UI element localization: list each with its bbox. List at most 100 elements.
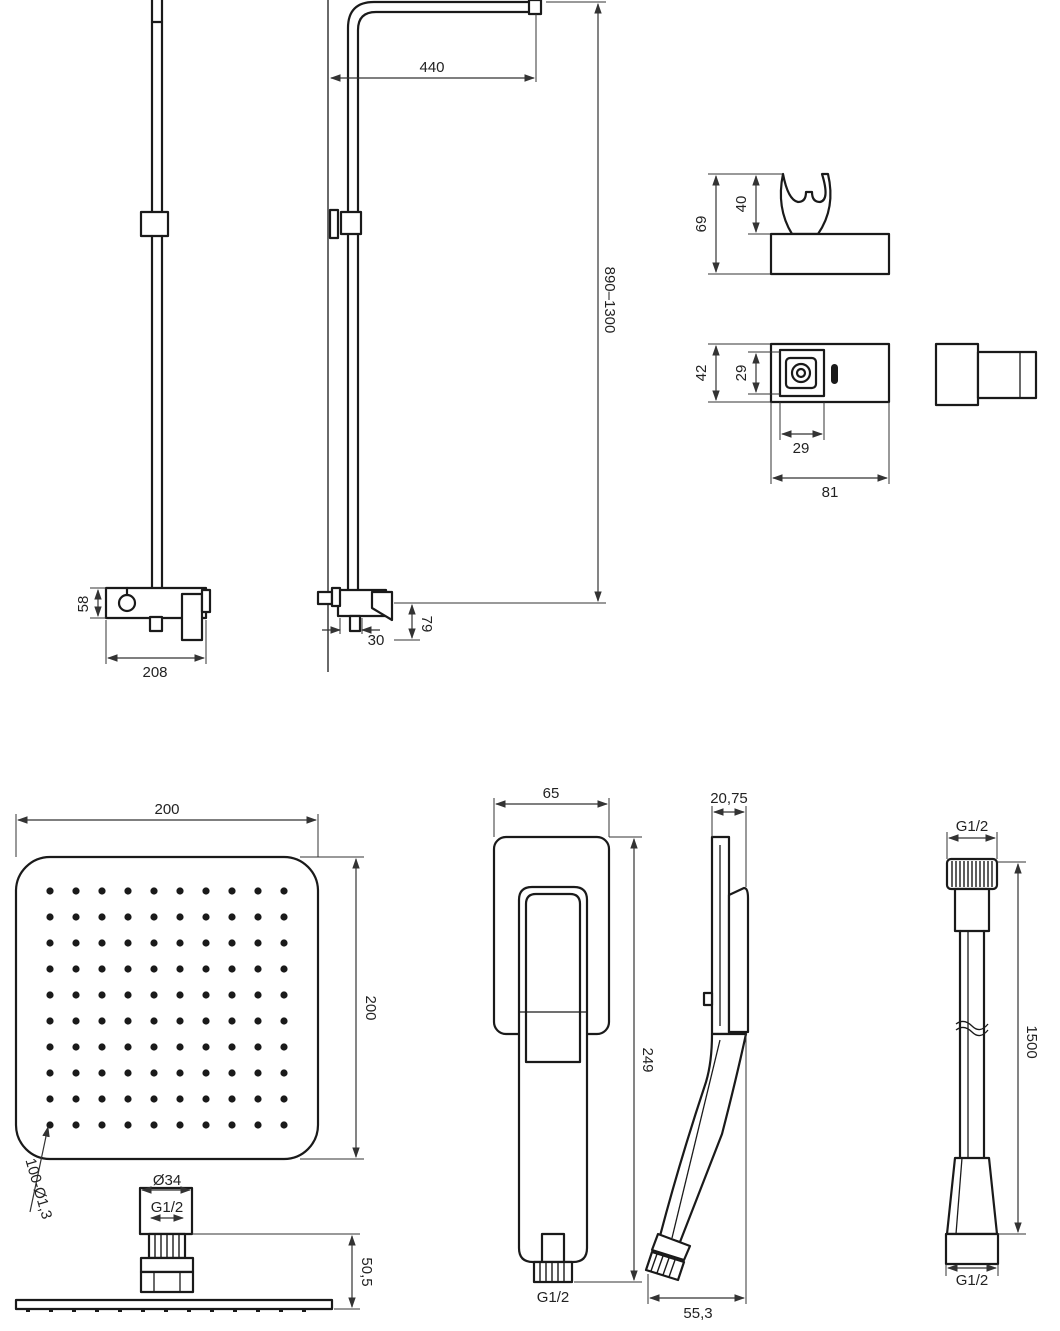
nozzle-dot (176, 1017, 184, 1025)
side-nozzle (187, 1309, 191, 1312)
nozzle-dot (176, 887, 184, 895)
nozzle-dot (202, 939, 210, 947)
nozzle-dot (46, 1069, 54, 1077)
side-nozzle (256, 1309, 260, 1312)
nozzle-dot (124, 991, 132, 999)
dim-arm-reach: 440 (329, 14, 537, 82)
nozzle-dot (150, 1043, 158, 1051)
dim-connector-diameter: Ø34 (140, 1172, 192, 1194)
side-nozzle (95, 1309, 99, 1312)
nozzle-dot (228, 1017, 236, 1025)
dim-holder-base-height: 42 (693, 343, 770, 403)
nozzle-dot (280, 1069, 288, 1077)
nozzle-dot (254, 965, 262, 973)
nozzle-dot (46, 991, 54, 999)
nozzle-dot (202, 1121, 210, 1129)
dim-hand-depth: 20,75 (710, 790, 748, 887)
dim-holder-base-width: 81 (770, 402, 890, 501)
mixer-width-label: 208 (142, 664, 167, 681)
nozzle-dot (46, 887, 54, 895)
nozzle-dot (176, 1069, 184, 1077)
nozzle-dot (98, 1017, 106, 1025)
head-width-label: 200 (154, 801, 179, 818)
nozzle-dot (124, 913, 132, 921)
nozzle-dot (98, 887, 106, 895)
dim-mixer-offset: 79 (394, 603, 435, 641)
dim-holder-slot-height: 29 (733, 351, 780, 395)
dim-hose-length: 1500 (997, 861, 1040, 1235)
holder-base-width-label: 81 (822, 484, 839, 501)
hand-side-offset-label: 55,3 (683, 1305, 712, 1322)
nozzle-dot (98, 965, 106, 973)
dim-hand-side-offset: 55,3 (647, 1034, 747, 1322)
nozzle-dot (72, 1017, 80, 1025)
nozzle-dot (98, 1121, 106, 1129)
nozzle-dot (176, 1095, 184, 1103)
nozzle-dot (98, 913, 106, 921)
nozzle-dot (254, 991, 262, 999)
nozzle-dot (254, 913, 262, 921)
hose-length-label: 1500 (1023, 1025, 1040, 1058)
nozzle-dot (280, 1121, 288, 1129)
nozzle-dot (254, 1069, 262, 1077)
nozzle-dot (176, 913, 184, 921)
nozzle-dot (228, 1043, 236, 1051)
hand-depth-label: 20,75 (710, 790, 748, 807)
nozzle-dot (98, 1069, 106, 1077)
head-height-label: 200 (362, 995, 379, 1020)
hose-thread-bottom-label: G1/2 (956, 1272, 989, 1289)
nozzle-dot (150, 913, 158, 921)
nozzle-dot (124, 887, 132, 895)
nozzle-dot (228, 939, 236, 947)
nozzle-dot (150, 1095, 158, 1103)
nozzle-dot (72, 991, 80, 999)
nozzle-dot (228, 887, 236, 895)
side-nozzle (233, 1309, 237, 1312)
nozzle-dot (98, 991, 106, 999)
connector-height-label: 50,5 (358, 1257, 375, 1286)
nozzle-dot (124, 939, 132, 947)
side-nozzle (302, 1309, 306, 1312)
side-nozzle (118, 1309, 122, 1312)
connector-thread-label: G1/2 (151, 1199, 184, 1216)
nozzle-dot (46, 965, 54, 973)
mixer-height-label: 58 (75, 596, 92, 613)
nozzle-dot (124, 1069, 132, 1077)
head-shower-top-view (14, 855, 320, 1161)
dim-connector-thread: G1/2 (149, 1199, 185, 1222)
nozzle-dot (98, 1095, 106, 1103)
nozzle-dot (228, 913, 236, 921)
dim-holder-hook-height: 40 (733, 174, 770, 235)
holder-slot-height-label: 29 (733, 365, 750, 382)
nozzle-dot (150, 887, 158, 895)
side-nozzle (72, 1309, 76, 1312)
nozzle-dot (176, 1043, 184, 1051)
holder-slot-width-label: 29 (793, 440, 810, 457)
nozzle-dot (202, 913, 210, 921)
dim-hose-thread-top: G1/2 (946, 818, 998, 859)
nozzle-dot (202, 1043, 210, 1051)
nozzle-dot (150, 991, 158, 999)
side-nozzle (279, 1309, 283, 1312)
holder-hook-height-label: 40 (733, 196, 750, 213)
side-nozzle (210, 1309, 214, 1312)
nozzle-dot (280, 887, 288, 895)
nozzle-dot (280, 991, 288, 999)
nozzle-dot (254, 1095, 262, 1103)
nozzle-dot (280, 1043, 288, 1051)
nozzle-dot (46, 1043, 54, 1051)
mixer-offset-label: 79 (418, 616, 435, 633)
nozzle-dot (202, 1017, 210, 1025)
nozzle-dot (280, 1095, 288, 1103)
dim-mixer-height: 58 (75, 587, 106, 619)
nozzle-dot (254, 939, 262, 947)
nozzle-dot (72, 1095, 80, 1103)
nozzle-dot (202, 965, 210, 973)
nozzle-dot (98, 1043, 106, 1051)
side-nozzle (141, 1309, 145, 1312)
hand-shower-side-view (644, 835, 750, 1282)
dim-hand-width: 65 (493, 785, 610, 837)
nozzle-dot (72, 1069, 80, 1077)
nozzle-dot (202, 991, 210, 999)
